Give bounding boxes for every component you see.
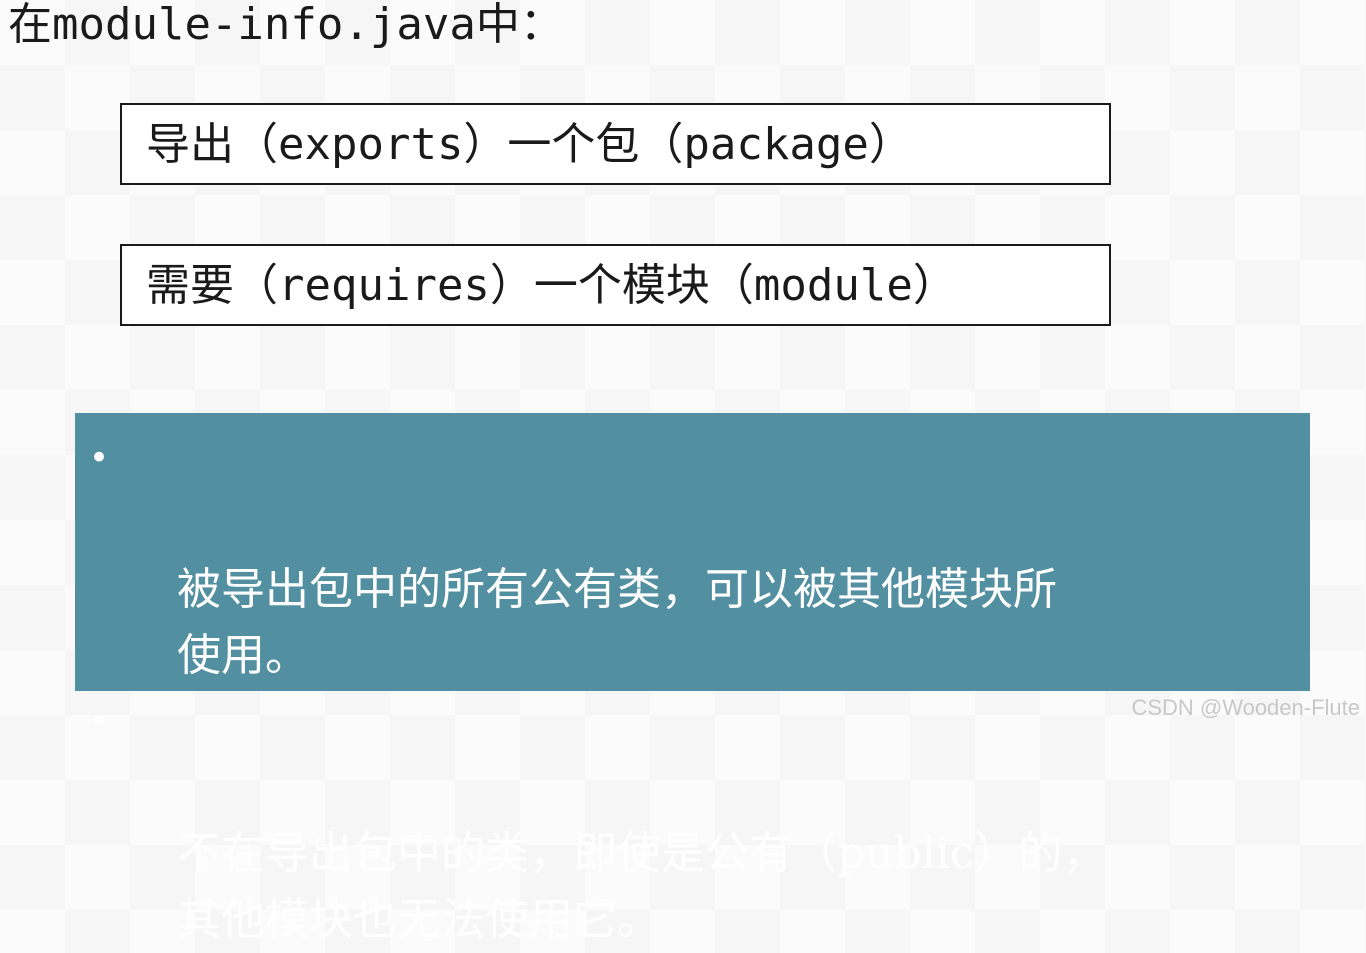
notes-panel: • 被导出包中的所有公有类，可以被其他模块所 使用。 • 不在导出包中的类，即使… — [75, 413, 1310, 945]
bullet-item-exported-classes: • 被导出包中的所有公有类，可以被其他模块所 使用。 — [75, 425, 1310, 689]
bullet-text: 被导出包中的所有公有类，可以被其他模块所 使用。 — [177, 564, 1057, 681]
bullet-text: 不在导出包中的类，即使是公有（public）的， 其他模块也无法使用它。 — [177, 828, 1107, 945]
requires-box: 需要（requires）一个模块（module） — [120, 244, 1111, 326]
slide-title: 在module-info.java中： — [8, 0, 564, 50]
exports-box: 导出（exports）一个包（package） — [120, 103, 1111, 185]
bullet-icon: • — [89, 702, 110, 742]
bullet-icon: • — [89, 438, 110, 478]
watermark: CSDN @Wooden-Flute — [1131, 695, 1360, 720]
